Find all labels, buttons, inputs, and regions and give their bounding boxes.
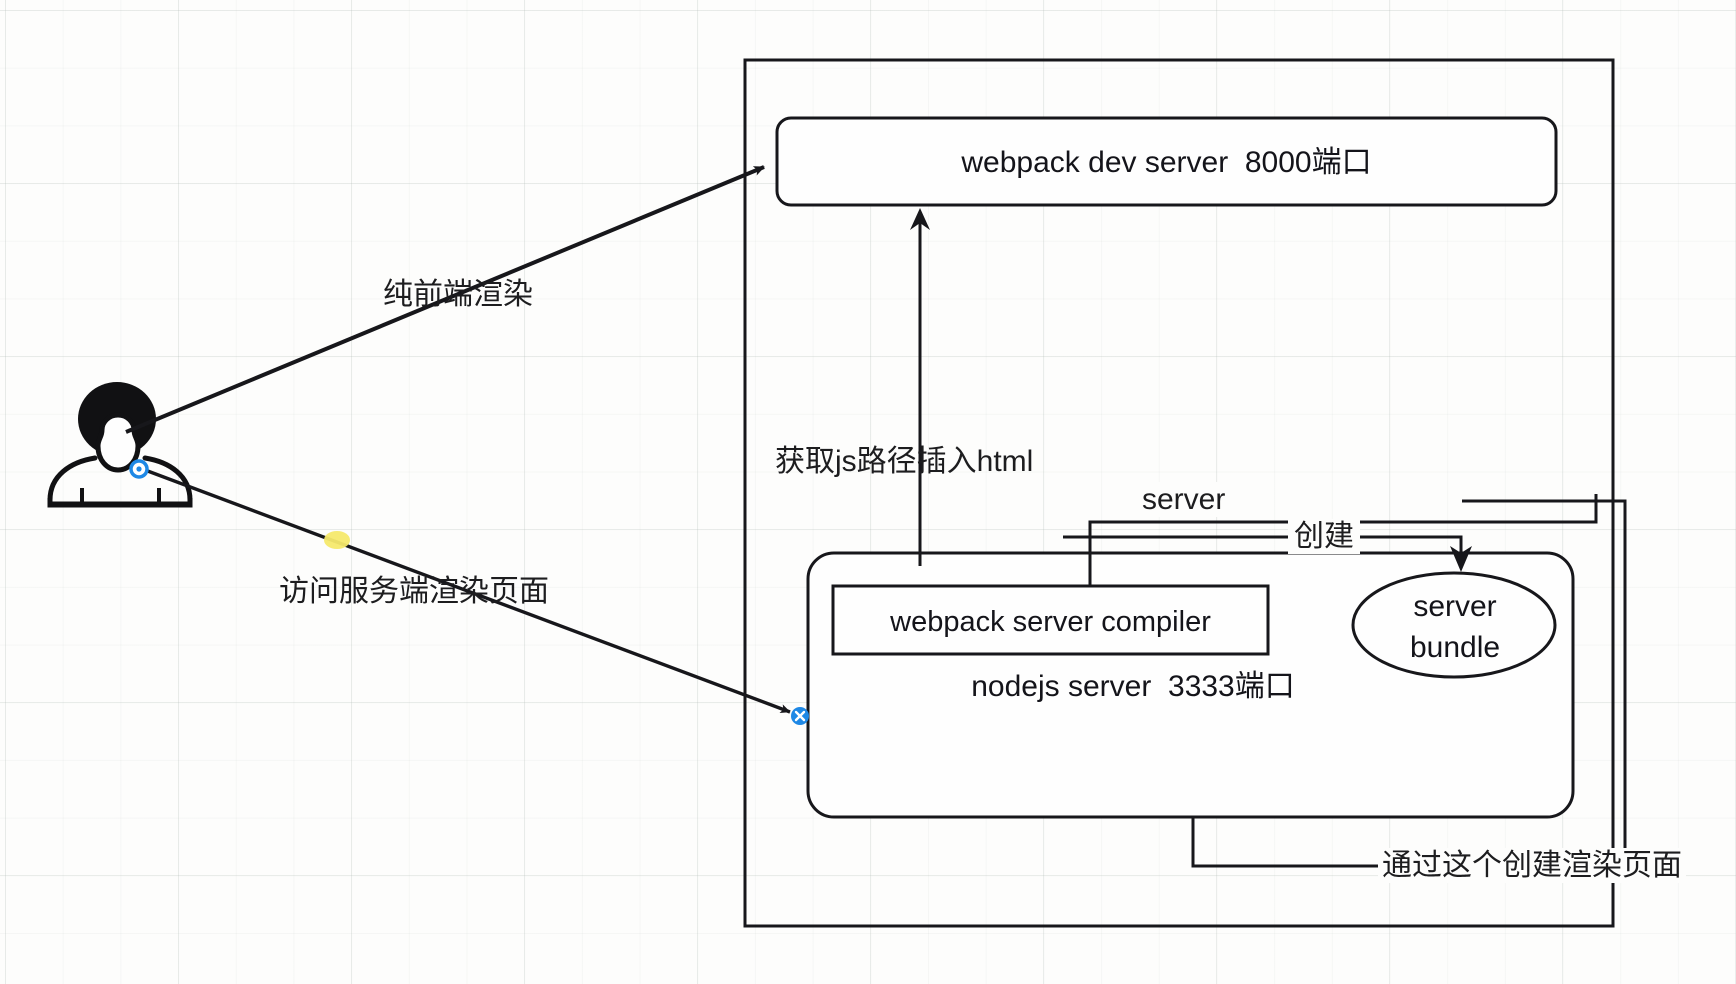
webpack-dev-server-label: webpack dev server 8000端口 — [961, 146, 1372, 179]
edge-client-render-label: 纯前端渲染 — [383, 278, 533, 311]
edge-source-handle[interactable] — [129, 459, 149, 479]
edge-create-bundle-line[interactable] — [1063, 535, 1463, 556]
nodejs-server-label: nodejs server 3333端口 — [971, 670, 1295, 703]
user-actor-icon — [47, 382, 193, 508]
edge-ssr-visit-label: 访问服务端渲染页面 — [279, 575, 549, 608]
edge-create-bundle-arrow — [1450, 546, 1472, 572]
edge-client-render-line[interactable] — [125, 165, 765, 434]
webpack-dev-server-box[interactable] — [775, 116, 1558, 207]
edge-render-page-label: 通过这个创建渲染页面 — [1378, 848, 1686, 884]
edge-render-page-right[interactable] — [1462, 499, 1627, 866]
edge-insert-js-arrow — [910, 208, 930, 230]
highlight-dot — [324, 531, 350, 549]
server-bundle-label-line1: server — [1413, 590, 1497, 623]
webpack-server-compiler-label: webpack server compiler — [890, 606, 1211, 638]
edge-insert-js-label: 获取js路径插入html — [775, 445, 1034, 478]
server-bundle-label-line2: bundle — [1409, 631, 1501, 664]
webpack-server-compiler-box[interactable] — [831, 584, 1270, 656]
edge-ssr-visit-line[interactable] — [144, 468, 791, 714]
edge-server-tag-label: server — [1136, 482, 1232, 518]
edge-target-handle[interactable] — [791, 707, 809, 725]
edge-create-bundle-label: 创建 — [1288, 519, 1360, 555]
server-bundle-ellipse[interactable] — [1351, 571, 1557, 679]
outer-container-rect — [743, 58, 1615, 928]
